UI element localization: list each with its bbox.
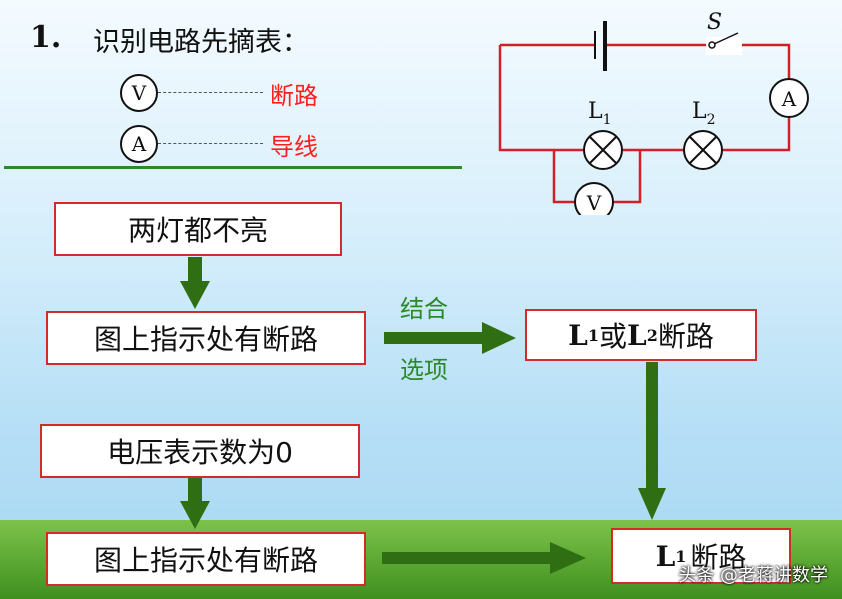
- box-break-indicated-1: 图上指示处有断路: [46, 311, 366, 365]
- voltmeter-symbol: V: [120, 74, 158, 112]
- heading-text: 识别电路先摘表：: [93, 27, 309, 58]
- lamp1-cross-b: [589, 136, 617, 164]
- arrow-right-2-shaft: [382, 552, 552, 564]
- arrow-label-bottom: 选项: [400, 356, 448, 384]
- arrow-down-2-shaft: [188, 477, 202, 503]
- result1-or: 或: [598, 320, 627, 353]
- legend-meaning-ammeter: 导线: [270, 133, 318, 161]
- switch-icon: [713, 32, 739, 45]
- switch-background: [706, 37, 742, 55]
- arrow-right-1-icon: [482, 322, 516, 354]
- switch-pivot: [708, 41, 716, 49]
- lamp1-label: L1: [588, 99, 612, 128]
- circuit-diagram: S A L1 L2 V: [498, 10, 809, 215]
- lamp2-label: L2: [692, 99, 716, 128]
- legend-meaning-voltmeter: 断路: [270, 82, 318, 110]
- result1-sub2: 2: [646, 325, 658, 345]
- circuit-wire: [498, 43, 791, 152]
- lamp2-cross-b: [689, 136, 717, 164]
- arrow-right-1-shaft: [384, 332, 484, 344]
- result1-l2: L: [627, 318, 647, 352]
- arrow-down-3-icon: [638, 488, 666, 520]
- result1-l1: L: [568, 318, 588, 352]
- result2-l: L: [655, 539, 676, 573]
- arrow-down-1-icon: [180, 281, 210, 309]
- result2-end: 断路: [690, 541, 747, 574]
- ammeter-icon: [769, 78, 809, 118]
- ammeter-label: A: [781, 87, 797, 111]
- result2-sub: 1: [675, 546, 687, 566]
- voltmeter-icon: [574, 182, 614, 215]
- box-both-lamps-off: 两灯都不亮: [54, 202, 342, 256]
- arrow-label-top: 结合: [400, 295, 448, 323]
- arrow-down-3-shaft: [646, 362, 658, 490]
- legend-dash-2: [158, 143, 263, 144]
- heading-number: 1.: [30, 20, 62, 55]
- voltmeter-branch-wire: [552, 150, 642, 204]
- arrow-down-2-icon: [180, 501, 210, 529]
- voltmeter-label: V: [586, 191, 602, 215]
- result1-end: 断路: [657, 320, 714, 353]
- box-voltmeter-zero: 电压表示数为0: [40, 424, 360, 478]
- watermark: 头条 @老蒋讲数学: [678, 565, 828, 586]
- ammeter-symbol: A: [120, 125, 158, 163]
- result1-sub1: 1: [587, 325, 599, 345]
- divider-line: [4, 166, 462, 169]
- box-break-indicated-2: 图上指示处有断路: [46, 532, 366, 586]
- arrow-down-1-shaft: [188, 257, 202, 283]
- arrow-right-2-icon: [550, 542, 586, 574]
- switch-label: S: [707, 10, 722, 35]
- legend-dash-1: [158, 92, 263, 93]
